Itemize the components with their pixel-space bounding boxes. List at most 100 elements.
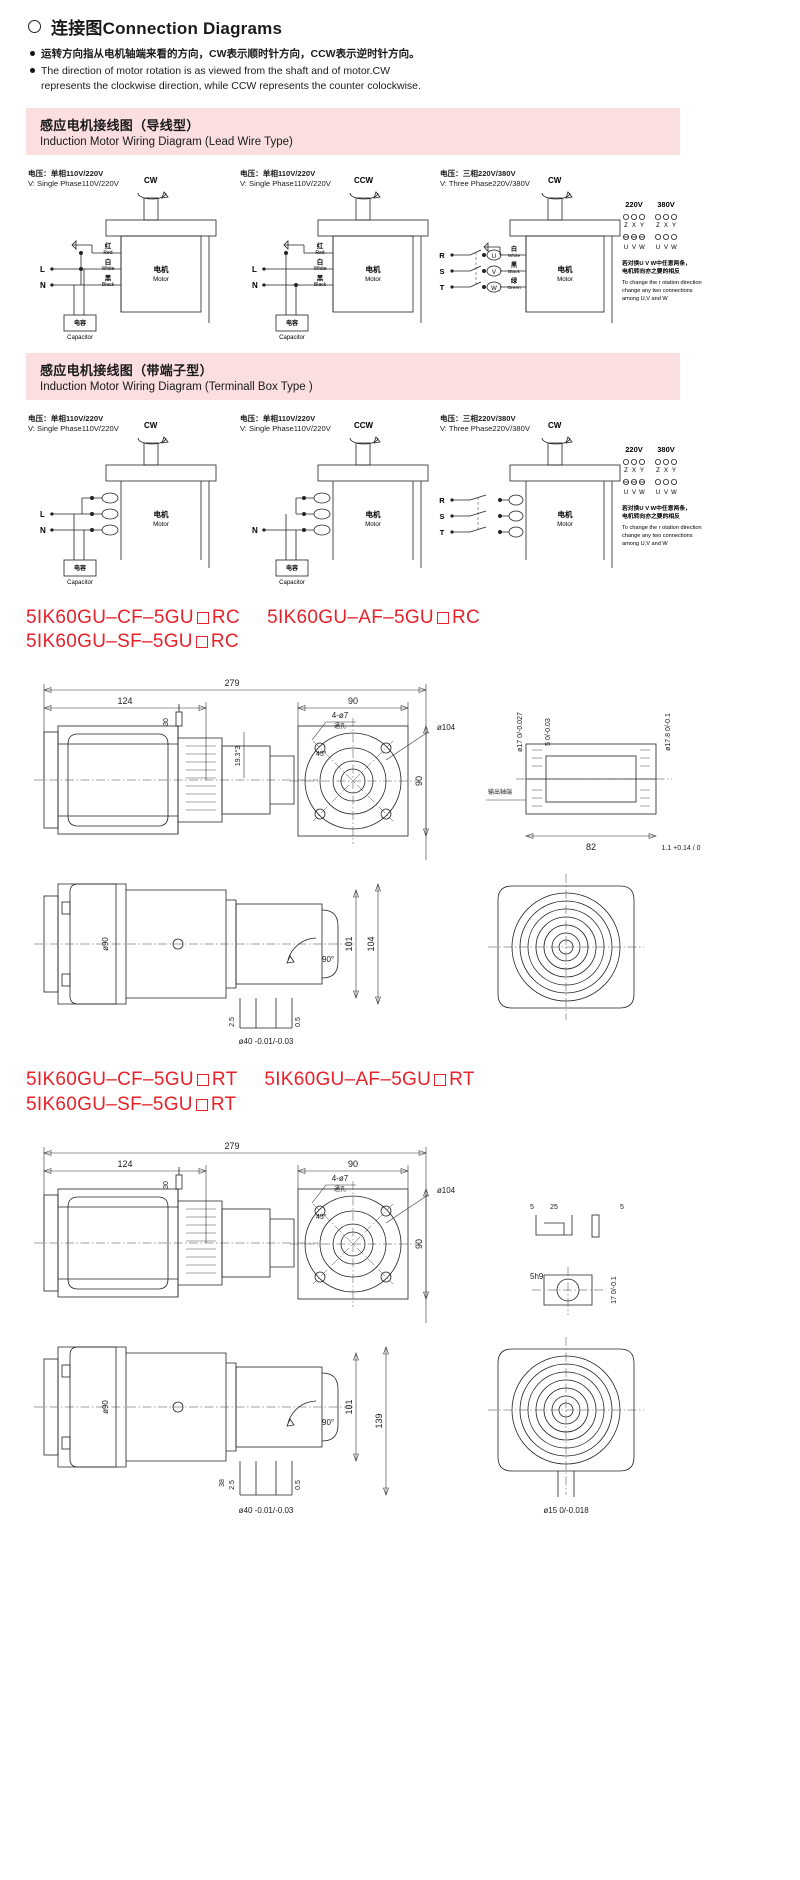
terminal-label-S: S xyxy=(439,267,444,276)
lead-label-en: Black xyxy=(102,282,115,288)
section-header-terminal-box: 感应电机接线图（带端子型） Induction Motor Wiring Dia… xyxy=(26,352,680,400)
terminal-label-R: R xyxy=(439,251,445,260)
term-bot-u: U xyxy=(624,490,628,496)
phase-label-v: V xyxy=(492,270,496,276)
note-en-1: To change the r otation direction xyxy=(622,525,702,531)
label-220v: 220V xyxy=(625,200,643,209)
term-bot-w: W xyxy=(639,245,645,251)
capacitor-label-cn: 电容 xyxy=(74,564,86,572)
rotation-arrow-icon xyxy=(137,190,169,200)
note-en-2: change any two connections xyxy=(622,533,693,539)
dim-flange-height-90: 90 xyxy=(414,725,429,838)
term-top-y: Y xyxy=(640,223,644,229)
term-bot-v: V xyxy=(632,490,636,496)
dim-value-25: 2.5 xyxy=(229,1017,236,1027)
placeholder-box-icon xyxy=(434,1074,447,1087)
gear-housing-outline xyxy=(43,725,179,835)
term-top-x: X xyxy=(632,223,636,229)
dim-value-o40: ø40 -0.01/-0.03 xyxy=(239,1037,294,1046)
note-text-en-2: represents the clockwise direction, whil… xyxy=(41,79,421,92)
note-cn-2: 电机转向亦之要的相反 xyxy=(622,512,680,520)
dim-heights-rt: 101 139 xyxy=(344,1346,389,1496)
term-bot-v: V xyxy=(664,245,668,251)
fan-end-view xyxy=(488,874,644,1021)
dim-value-90-rt: 90 xyxy=(348,1159,358,1169)
dim-value-4-o7: 4-ø7 xyxy=(332,711,349,720)
dim-value-104: 104 xyxy=(366,937,376,952)
model-suffix-rc: RC xyxy=(210,631,239,653)
page-title: 连接图Connection Diagrams xyxy=(51,19,283,38)
dim-flange-height-90-rt: 90 xyxy=(414,1188,429,1300)
terminal-label-N: N xyxy=(40,526,46,535)
dim-label-through-hole-rt: 通孔 xyxy=(334,1185,346,1193)
dim-value-25-rt: 2.5 xyxy=(229,1480,236,1490)
dim-value-key-25: 25 xyxy=(550,1204,558,1211)
flange-face-view-rt xyxy=(290,1180,416,1307)
rotation-label: CCW xyxy=(354,176,374,185)
terminal-label-N: N xyxy=(252,281,258,290)
capacitor-label-cn: 电容 xyxy=(286,564,298,572)
callout-4-holes: 4-ø7 通孔 45° xyxy=(311,711,356,758)
note-text-cn: 运转方向指从电机轴端来看的方向，CW表示顺时针方向，CCW表示逆时针方向。 xyxy=(41,48,420,60)
dim-value-o90: ø90 xyxy=(101,937,110,951)
motor-label-en: Motor xyxy=(557,521,573,528)
lead-label-cn: 白 xyxy=(511,245,517,253)
rotation-label: CW xyxy=(144,176,158,185)
term-top-y: Y xyxy=(672,223,676,229)
terminal-label-N: N xyxy=(252,526,258,535)
capacitor-label-en: Capacitor xyxy=(67,335,93,341)
note-en-3: among U,V and W xyxy=(622,541,668,547)
dim-label-shaft-end: 输出轴端 xyxy=(488,788,512,796)
dim-value-o90-rt: ø90 xyxy=(101,1400,110,1414)
rotation-arrow-icon xyxy=(541,190,573,200)
capacitor-label-cn: 电容 xyxy=(74,319,86,327)
lead-label-en: White xyxy=(508,253,521,259)
rotation-label: CW xyxy=(548,176,562,185)
fan-end-view-rt: ø15 0/-0.018 xyxy=(488,1336,644,1515)
section-header-lead-wire: 感应电机接线图（导线型） Induction Motor Wiring Diag… xyxy=(26,107,680,155)
motor-label-en: Motor xyxy=(365,276,381,283)
dim-value-45deg: 45° xyxy=(316,750,327,758)
label-220v: 220V xyxy=(625,445,643,454)
dimension-drawing-rt: 279 124 30 xyxy=(26,1123,726,1523)
dim-value-90h: 90 xyxy=(414,776,424,786)
capacitor-label-cn: 电容 xyxy=(286,319,298,327)
dim-value-shaft-dia: ø17 0/-0.027 xyxy=(517,712,524,752)
motor-label-en: Motor xyxy=(557,276,573,283)
dim-label-through-hole: 通孔 xyxy=(334,722,346,730)
note-cn-1: 若对换U V W中任意两条， xyxy=(621,504,691,512)
dim-value-17: 17 0/-0.1 xyxy=(611,1276,618,1304)
term-top-x: X xyxy=(664,468,668,474)
model-number-cf-rc: 5IK60GU–CF–5GU xyxy=(26,606,194,628)
voltage-label: 电压：单相110V/220V V: Single Phase110V/220V xyxy=(240,413,331,433)
lead-label-cn: 黑 xyxy=(317,273,324,282)
lead-label-en: Red xyxy=(103,250,112,256)
term-bot-u: U xyxy=(656,245,660,251)
label-380v: 380V xyxy=(657,445,675,454)
rotation-arrow-icon xyxy=(541,435,573,445)
section-title-cn: 感应电机接线图（带端子型） xyxy=(40,362,213,378)
section-title-en: Induction Motor Wiring Diagram (Terminal… xyxy=(40,380,313,393)
voltage-label: 电压：单相110V/220V V: Single Phase110V/220V xyxy=(28,413,119,433)
flange-face-view xyxy=(290,718,416,845)
term-top-z: Z xyxy=(624,468,628,474)
model-number-af-rt: 5IK60GU–AF–5GU xyxy=(264,1069,432,1091)
note-en-1: To change the r otation direction xyxy=(622,280,702,286)
motor-label-cn: 电机 xyxy=(366,264,381,274)
term-bot-u: U xyxy=(624,245,628,251)
wiring-diagram-single-ccw-terminal: 电压：单相110V/220V V: Single Phase110V/220V … xyxy=(238,410,438,590)
model-suffix-rt: RT xyxy=(210,1093,237,1115)
motor-label-en: Motor xyxy=(153,521,169,528)
dim-value-05-rt: 0.5 xyxy=(295,1480,302,1490)
lead-label-en: White xyxy=(102,266,115,272)
rotation-label: CW xyxy=(548,421,562,430)
voltage-connection-panel: 220V 380V Z X Y Z X Y U V W U xyxy=(622,445,677,496)
dim-value-90: 90 xyxy=(348,696,358,706)
note-item: 运转方向指从电机轴端来看的方向，CW表示顺时针方向，CCW表示逆时针方向。 xyxy=(30,47,738,62)
dimension-drawing-rc: 279 124 30 xyxy=(26,660,726,1060)
model-suffix-rt: RT xyxy=(211,1069,238,1091)
dim-value-279-rt: 279 xyxy=(224,1141,239,1151)
dim-value-4-o7-rt: 4-ø7 xyxy=(332,1174,349,1183)
